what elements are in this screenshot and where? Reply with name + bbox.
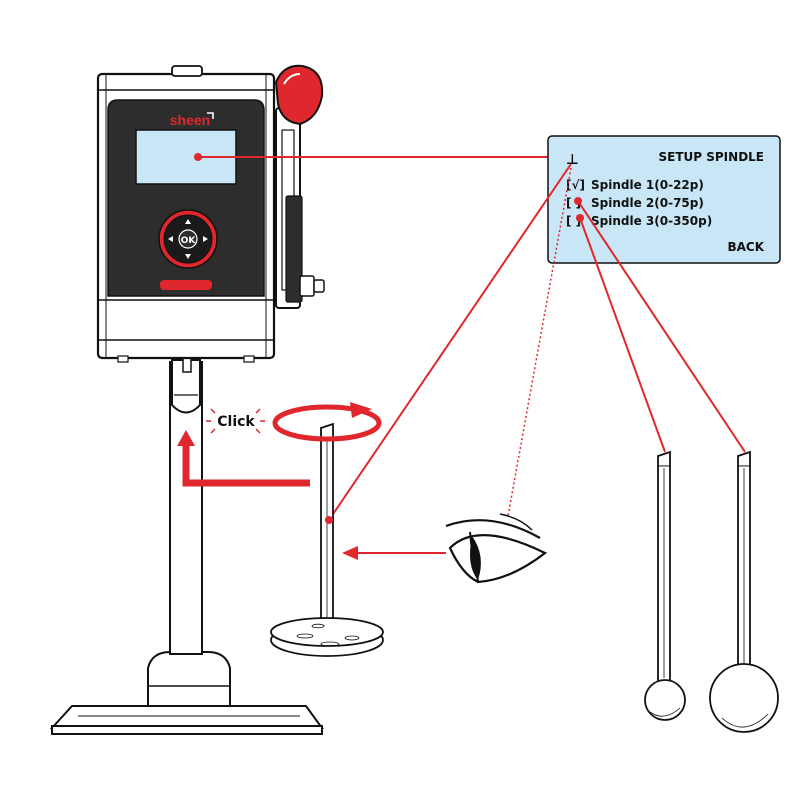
- click-indicator: Click: [206, 408, 265, 434]
- attach-arrow-icon: [177, 430, 310, 487]
- stand-foot: [147, 651, 231, 707]
- up-arrow-icon[interactable]: [185, 219, 191, 224]
- setup-spindle-panel: ⊥ SETUP SPINDLE [√] Spindle 1(0-22p) [ ]…: [547, 135, 781, 264]
- spindle-1-option[interactable]: Spindle 1(0-22p): [591, 178, 704, 192]
- right-arrow-icon[interactable]: [203, 236, 208, 242]
- spindle-1-disc: [270, 422, 384, 657]
- ok-label: OK: [181, 236, 197, 246]
- spindle-1-callout-dot: [325, 516, 333, 524]
- spindle-3-callout-line: [579, 217, 666, 453]
- back-option[interactable]: BACK: [727, 240, 764, 254]
- spindle-3-option[interactable]: Spindle 3(0-350p): [591, 214, 712, 228]
- left-arrow-icon[interactable]: [168, 236, 173, 242]
- ok-button[interactable]: [178, 229, 198, 249]
- cursor-symbol: ⊥: [566, 152, 579, 168]
- spindle-1-mark: [√]: [566, 178, 585, 192]
- brand-logo: sheen: [170, 112, 210, 128]
- viscometer-device: sheen OK: [49, 64, 325, 735]
- sight-dotted-line: [507, 167, 572, 517]
- pillar-clamp: [171, 359, 201, 414]
- down-arrow-icon[interactable]: [185, 254, 191, 259]
- eye-icon: [445, 513, 548, 584]
- spindle-1-callout-line: [328, 163, 572, 521]
- sight-arrow-icon: [342, 546, 446, 560]
- spindle-2-callout-line: [577, 200, 746, 453]
- rotate-arrow-icon: [272, 402, 382, 442]
- lift-lever[interactable]: [274, 64, 325, 309]
- spindle-2-option[interactable]: Spindle 2(0-75p): [591, 196, 704, 210]
- panel-title: SETUP SPINDLE: [659, 150, 765, 164]
- base-plate: [49, 705, 324, 735]
- navigation-keypad[interactable]: OK: [158, 209, 218, 269]
- power-button[interactable]: [160, 280, 212, 290]
- spindle-2-small-ball: [644, 450, 686, 721]
- click-label: Click: [217, 414, 255, 430]
- spindle-3-large-ball: [709, 450, 779, 733]
